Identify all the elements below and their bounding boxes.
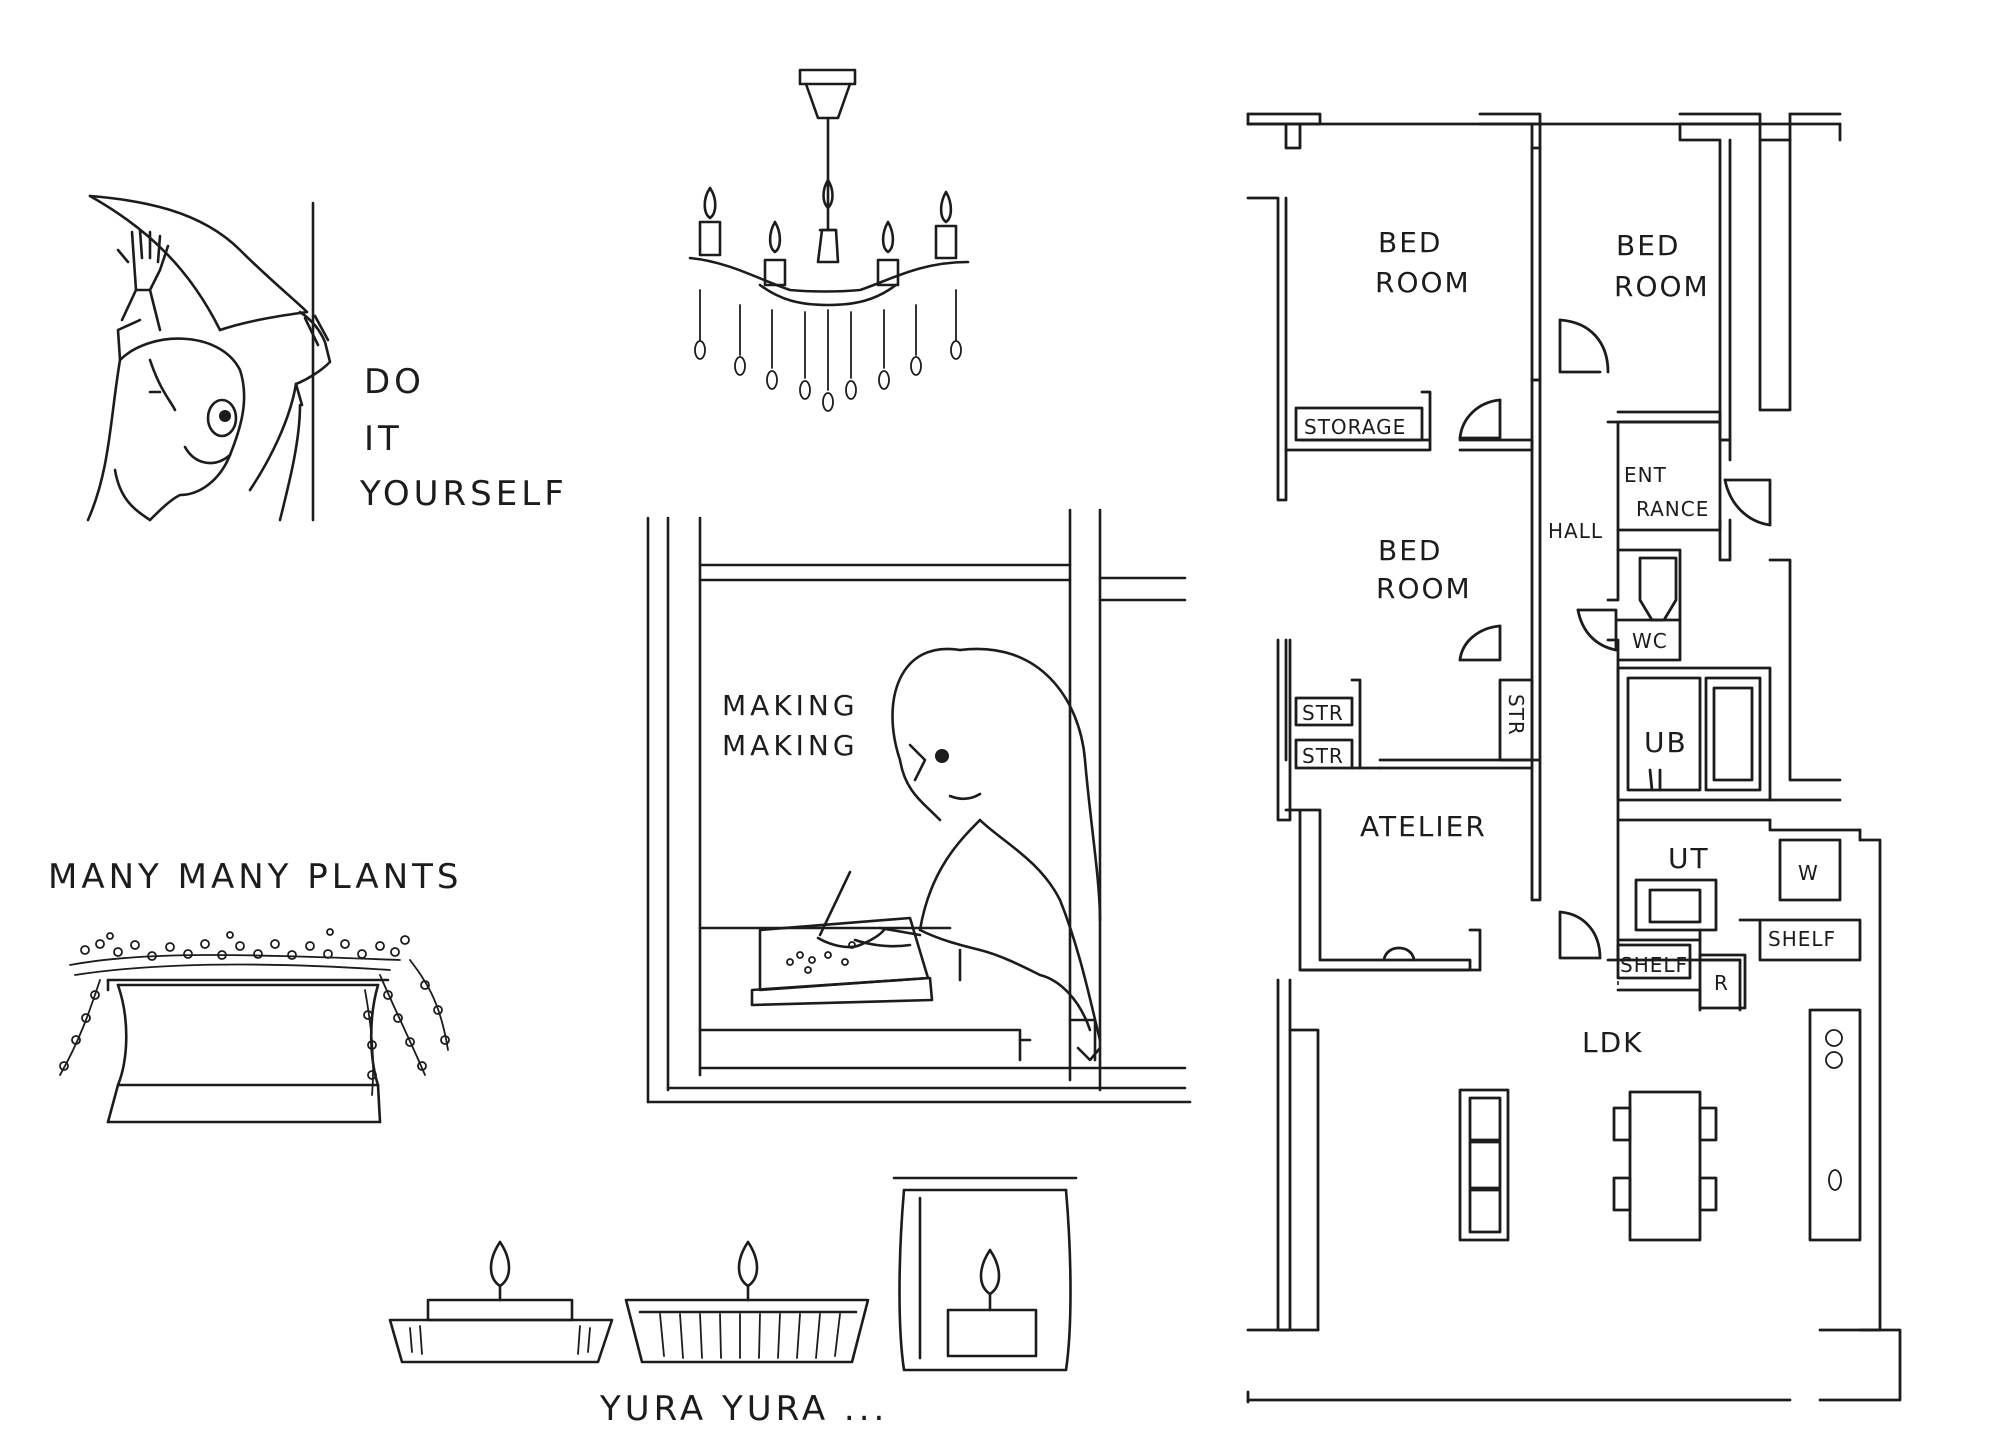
wc-label: WC	[1632, 629, 1668, 653]
bedroom-b-label-line2: ROOM	[1614, 270, 1710, 303]
atelier-label: ATELIER	[1360, 810, 1487, 843]
bedroom-b-label-line1: BED	[1616, 229, 1680, 262]
ldk-label: LDK	[1582, 1026, 1644, 1059]
diy-illustration	[86, 194, 332, 522]
making-illustration	[646, 508, 1192, 1104]
floorplan-labels: BED ROOM BED ROOM STORAGE ENT RANCE HALL…	[1302, 226, 1836, 1059]
w-label: W	[1798, 861, 1819, 885]
making-caption: MAKING MAKING	[722, 689, 859, 762]
making-caption-line1: MAKING	[722, 689, 859, 722]
bedroom-c-label-line2: ROOM	[1376, 572, 1472, 605]
ut-label: UT	[1668, 842, 1710, 875]
plants-caption: MANY MANY PLANTS	[48, 857, 462, 897]
candles-caption-text: YURA YURA ...	[599, 1389, 888, 1429]
candles-illustration	[388, 1176, 1078, 1372]
str-1-label: STR	[1302, 701, 1344, 725]
bedroom-a-label-line1: BED	[1378, 226, 1442, 259]
r-label: R	[1714, 971, 1729, 995]
storage-label: STORAGE	[1304, 415, 1406, 439]
diy-caption-line1: DO	[364, 362, 425, 402]
diy-caption: DO IT YOURSELF	[359, 362, 568, 514]
str-vertical-label: STR	[1504, 694, 1528, 736]
shelf-left-label: SHELF	[1620, 953, 1688, 977]
diy-caption-line3: YOURSELF	[359, 474, 568, 514]
plants-caption-text: MANY MANY PLANTS	[48, 857, 462, 897]
shelf-right-label: SHELF	[1768, 927, 1836, 951]
plants-illustration	[59, 928, 450, 1124]
making-caption-line2: MAKING	[722, 729, 859, 762]
bedroom-a-label-line2: ROOM	[1375, 266, 1471, 299]
ub-label: UB	[1644, 726, 1688, 759]
bedroom-c-label-line1: BED	[1378, 534, 1442, 567]
floorplan	[1246, 112, 1902, 1404]
candles-caption: YURA YURA ...	[599, 1389, 888, 1429]
entrance-label-line1: ENT	[1624, 463, 1667, 487]
entrance-label-line2: RANCE	[1636, 497, 1709, 521]
str-2-label: STR	[1302, 744, 1344, 768]
chandelier-illustration	[688, 68, 970, 412]
hall-label: HALL	[1548, 519, 1603, 543]
diy-caption-line2: IT	[364, 419, 403, 459]
